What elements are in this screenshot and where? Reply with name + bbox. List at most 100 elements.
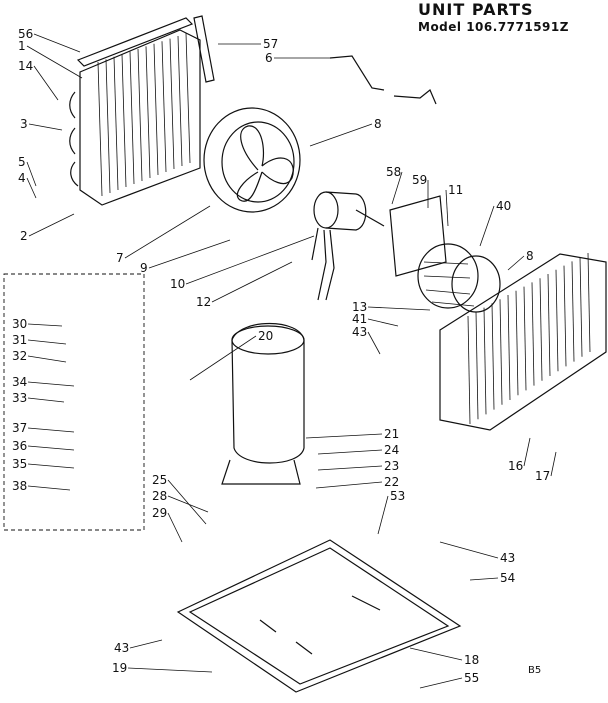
- callout-label: 32: [12, 349, 27, 363]
- callout-label: 4: [18, 171, 26, 185]
- rear-coil: [439, 252, 607, 431]
- tube-6: [329, 55, 437, 105]
- gasket-56: [76, 17, 194, 67]
- control-box: [3, 273, 145, 531]
- leader-line: [550, 451, 557, 477]
- leader-line: [391, 171, 403, 205]
- callout-label: 5: [18, 155, 26, 169]
- callout-label: 34: [12, 375, 27, 389]
- gasket-57: [193, 15, 215, 83]
- callout-label: 12: [196, 295, 211, 309]
- leader-line: [211, 261, 293, 303]
- callout-label: 13: [352, 300, 367, 314]
- leader-line: [28, 213, 75, 237]
- callout-label: 54: [500, 571, 515, 585]
- callout-label: 17: [535, 469, 550, 483]
- leader-line: [185, 235, 315, 285]
- mount-plate: [389, 195, 447, 277]
- leader-line: [127, 667, 213, 673]
- diagram-code: B5: [528, 665, 542, 676]
- callout-label: 43: [352, 325, 367, 339]
- leader-line: [124, 205, 211, 259]
- leader-line: [419, 677, 463, 689]
- callout-label: 8: [374, 117, 382, 131]
- callout-label: 53: [390, 489, 405, 503]
- leader-line: [27, 381, 75, 387]
- leader-line: [27, 397, 65, 403]
- leader-line: [439, 541, 499, 559]
- leader-line: [377, 495, 389, 535]
- leader-line: [167, 479, 207, 525]
- leader-line: [148, 239, 231, 269]
- leader-line: [27, 323, 63, 327]
- callout-label: 20: [258, 329, 273, 343]
- callout-label: 28: [152, 489, 167, 503]
- callout-label: 33: [12, 391, 27, 405]
- callout-label: 30: [12, 317, 27, 331]
- callout-label: 11: [448, 183, 463, 197]
- callout-label: 1: [18, 39, 26, 53]
- callout-label: 24: [384, 443, 399, 457]
- callout-label: 19: [112, 661, 127, 675]
- callout-label: 38: [12, 479, 27, 493]
- leader-line: [167, 512, 183, 543]
- callout-label: 9: [140, 261, 148, 275]
- model-number: Model 106.7771591Z: [418, 20, 569, 34]
- leader-line: [167, 495, 209, 513]
- leader-line: [367, 331, 381, 355]
- leader-line: [445, 189, 449, 227]
- callout-label: 36: [12, 439, 27, 453]
- callout-label: 10: [170, 277, 185, 291]
- leader-line: [507, 255, 525, 271]
- callout-label: 16: [508, 459, 523, 473]
- callout-label: 40: [496, 199, 511, 213]
- leader-line: [26, 161, 37, 187]
- leader-line: [27, 463, 75, 469]
- base-pan: [176, 539, 462, 693]
- leader-line: [27, 445, 75, 451]
- leader-line: [309, 123, 373, 147]
- leader-line: [367, 318, 399, 327]
- blower-wheel: [417, 243, 501, 313]
- leader-line: [129, 639, 163, 649]
- callout-label: 35: [12, 457, 27, 471]
- callout-label: 22: [384, 475, 399, 489]
- leader-line: [27, 427, 75, 433]
- callout-label: 25: [152, 473, 167, 487]
- callout-label: 37: [12, 421, 27, 435]
- callout-label: 57: [263, 37, 278, 51]
- fan-motor: [311, 191, 385, 301]
- leader-line: [189, 335, 257, 381]
- leader-line: [33, 65, 59, 101]
- callout-label: 59: [412, 173, 427, 187]
- leader-line: [26, 177, 37, 199]
- compressor: [221, 323, 305, 485]
- leader-line: [479, 205, 495, 247]
- callout-label: 8: [526, 249, 534, 263]
- callout-label: 55: [464, 671, 479, 685]
- leader-line: [409, 647, 463, 661]
- leader-line: [305, 433, 383, 439]
- leader-line: [523, 437, 531, 467]
- callout-label: 21: [384, 427, 399, 441]
- leader-line: [367, 306, 431, 311]
- callout-label: 23: [384, 459, 399, 473]
- callout-label: 18: [464, 653, 479, 667]
- callout-label: 41: [352, 312, 367, 326]
- callout-label: 43: [114, 641, 129, 655]
- leader-line: [33, 33, 81, 53]
- fan-blade: [203, 107, 301, 213]
- callout-label: 6: [265, 51, 273, 65]
- leader-line: [317, 449, 383, 455]
- leader-line: [317, 465, 383, 471]
- callout-label: 31: [12, 333, 27, 347]
- leader-line: [315, 481, 383, 489]
- callout-label: 58: [386, 165, 401, 179]
- leader-line: [26, 45, 83, 79]
- page-title: UNIT PARTS: [418, 0, 534, 19]
- callout-label: 2: [20, 229, 28, 243]
- leader-line: [28, 123, 63, 131]
- leader-line: [27, 339, 67, 345]
- front-coil: [69, 29, 201, 206]
